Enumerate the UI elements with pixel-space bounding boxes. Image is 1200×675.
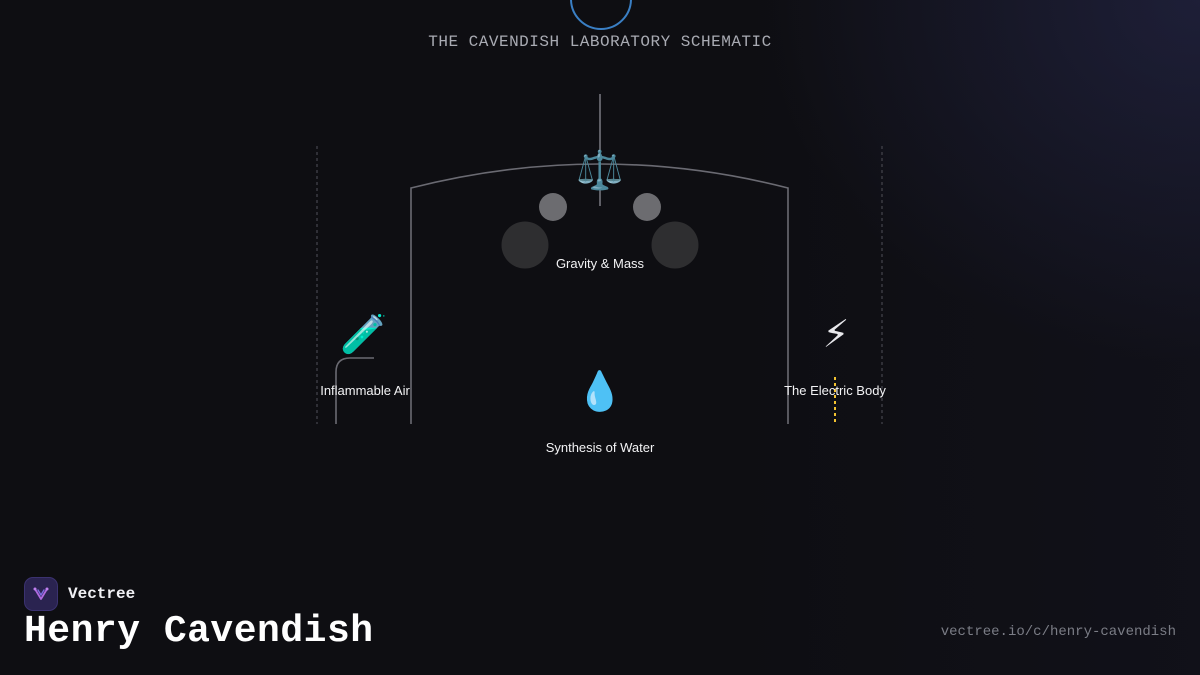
- brand[interactable]: Vectree: [24, 577, 135, 611]
- inflammable-air-label: Inflammable Air: [320, 383, 410, 398]
- small-sphere-right: [633, 193, 661, 221]
- water-synthesis-label: Synthesis of Water: [545, 440, 655, 455]
- small-sphere-left: [539, 193, 567, 221]
- large-sphere-right: [651, 221, 699, 269]
- test-tube-icon: 🧪: [340, 312, 388, 356]
- electric-body-label: The Electric Body: [784, 383, 886, 398]
- large-sphere-left: [501, 221, 549, 269]
- lightning-icon: ⚡: [822, 312, 850, 356]
- page-url[interactable]: vectree.io/c/henry-cavendish: [940, 624, 1176, 640]
- balance-scale-icon: ⚖️: [576, 148, 624, 192]
- brand-name: Vectree: [68, 585, 136, 603]
- water-drop-icon: 💧: [576, 369, 624, 413]
- vectree-logo-icon: [24, 577, 58, 611]
- gas-delivery-tube: [335, 357, 374, 424]
- person-name: Henry Cavendish: [24, 610, 374, 653]
- schematic-title: THE CAVENDISH LABORATORY SCHEMATIC: [428, 33, 772, 51]
- gravity-node-label: Gravity & Mass: [555, 256, 645, 271]
